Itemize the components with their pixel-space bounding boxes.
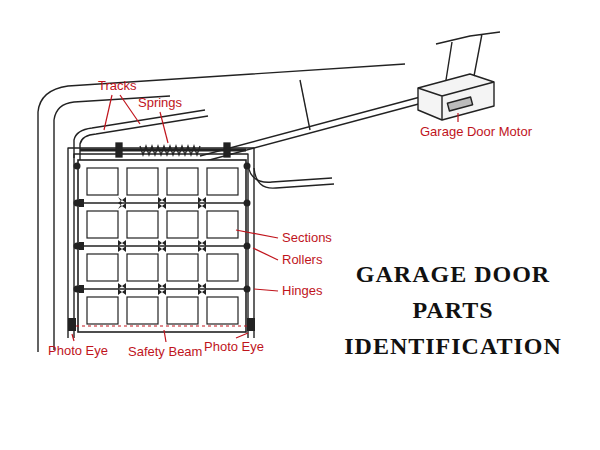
part-label: Safety Beam: [128, 344, 202, 359]
hinge: [118, 197, 126, 209]
section-joint: [78, 288, 246, 289]
inset: [207, 211, 238, 238]
leader-line: [457, 113, 458, 122]
hinge: [118, 283, 126, 295]
inset: [127, 254, 158, 281]
inset: [207, 297, 238, 324]
rail: [202, 102, 426, 162]
part-label: Tracks: [98, 78, 137, 93]
inset: [127, 168, 158, 195]
hinge: [198, 240, 206, 252]
part-label: Sections: [282, 230, 332, 245]
roller: [244, 163, 251, 170]
roller: [74, 200, 81, 207]
panel-insets: [87, 168, 238, 324]
hinge: [198, 197, 206, 209]
inset: [87, 211, 118, 238]
photo-eye: [68, 318, 76, 331]
leader-line: [164, 330, 166, 342]
spring-coil: [140, 146, 200, 155]
inset: [127, 211, 158, 238]
track: [80, 116, 208, 160]
rail-hanger: [300, 80, 310, 130]
garage-room: [38, 64, 405, 352]
section-joint: [78, 245, 246, 246]
photo-eye: [247, 318, 255, 331]
photo-eyes: [68, 318, 255, 331]
roller: [244, 286, 251, 293]
door-sections: [74, 160, 251, 332]
roller: [244, 200, 251, 207]
part-label: Rollers: [282, 252, 322, 267]
part-label: Hinges: [282, 283, 322, 298]
motor-housing: [418, 74, 494, 120]
hinge: [198, 283, 206, 295]
diagram-title: GARAGE DOOR PARTS IDENTIFICATION: [312, 256, 594, 364]
door-frame: [74, 154, 248, 338]
section-joint: [78, 202, 246, 203]
rail: [200, 96, 424, 156]
hinge: [158, 240, 166, 252]
inset: [87, 297, 118, 324]
leader-line: [72, 334, 74, 341]
part-label: Garage Door Motor: [420, 124, 532, 139]
motor-bracket: [436, 32, 500, 80]
part-label: Springs: [138, 95, 182, 110]
spring-bracket: [116, 143, 122, 157]
inset: [167, 254, 198, 281]
hinge: [118, 240, 126, 252]
motor-light: [447, 97, 472, 111]
section-joints: [78, 203, 246, 289]
leader-line: [236, 333, 248, 338]
safety-beam: [76, 326, 247, 327]
leader-line: [104, 95, 112, 130]
hinge: [158, 283, 166, 295]
inset: [167, 211, 198, 238]
part-label: Photo Eye: [48, 343, 108, 358]
leader-line: [160, 112, 168, 143]
garage-door-motor: [418, 32, 500, 120]
track: [254, 168, 334, 188]
roller: [74, 243, 81, 250]
wall-outline: [38, 64, 405, 352]
door-panel: [78, 160, 246, 332]
leader-lines: [72, 95, 458, 342]
inset: [127, 297, 158, 324]
inset: [167, 297, 198, 324]
inset: [207, 254, 238, 281]
inset: [87, 254, 118, 281]
track: [248, 164, 332, 182]
leader-line: [254, 289, 278, 291]
part-label: Photo Eye: [204, 339, 264, 354]
motor-edge: [418, 82, 494, 120]
leader-line: [236, 230, 278, 238]
door-frame: [68, 148, 254, 338]
inset: [167, 168, 198, 195]
roller: [244, 243, 251, 250]
inset: [207, 168, 238, 195]
leader-line: [120, 95, 140, 124]
hinges: [79, 197, 206, 295]
roller: [74, 286, 81, 293]
roller: [74, 163, 81, 170]
hinge: [158, 197, 166, 209]
inset: [87, 168, 118, 195]
leader-line: [253, 248, 278, 260]
rollers: [74, 163, 251, 293]
